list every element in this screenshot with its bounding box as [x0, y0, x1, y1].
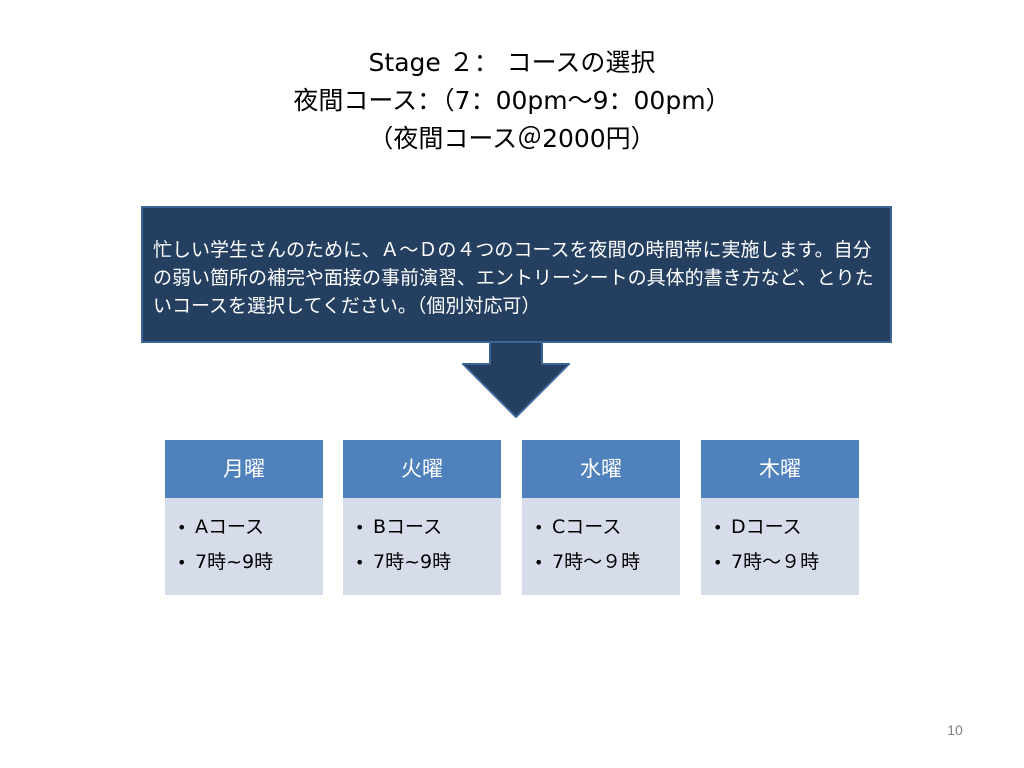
day-card-wednesday: 水曜 •Cコース •7時～９時	[522, 440, 680, 595]
page-number: 10	[947, 722, 963, 738]
list-item: •Bコース	[355, 510, 501, 545]
bullet-icon: •	[355, 518, 365, 537]
day-card-tuesday: 火曜 •Bコース •7時~9時	[343, 440, 501, 595]
day-body: •Cコース •7時～９時	[522, 498, 680, 595]
course-description-text: 忙しい学生さんのために、Ａ～Ｄの４つのコースを夜間の時間帯に実施します。自分の弱…	[153, 239, 874, 317]
day-body: •Aコース •7時~9時	[165, 498, 323, 595]
list-item: •7時～９時	[534, 545, 680, 580]
list-item: •7時~9時	[177, 545, 323, 580]
day-header: 月曜	[165, 440, 323, 498]
day-header: 水曜	[522, 440, 680, 498]
title-line-3: （夜間コース＠2000円）	[368, 124, 656, 153]
bullet-icon: •	[355, 553, 365, 572]
day-header: 木曜	[701, 440, 859, 498]
bullet-icon: •	[177, 553, 187, 572]
bullet-icon: •	[534, 518, 544, 537]
day-header: 火曜	[343, 440, 501, 498]
day-body: •Bコース •7時~9時	[343, 498, 501, 595]
title-line-2: 夜間コース：（7：00pm～9：00pm）	[293, 86, 731, 115]
title-line-1: Stage ２： コースの選択	[368, 48, 656, 77]
bullet-icon: •	[713, 518, 723, 537]
list-item: •Dコース	[713, 510, 859, 545]
slide-title: Stage ２： コースの選択 夜間コース：（7：00pm～9：00pm） （夜…	[212, 44, 812, 158]
course-description-box: 忙しい学生さんのために、Ａ～Ｄの４つのコースを夜間の時間帯に実施します。自分の弱…	[141, 206, 892, 343]
down-arrow-icon	[462, 342, 570, 418]
bullet-icon: •	[177, 518, 187, 537]
list-item: •Aコース	[177, 510, 323, 545]
list-item: •7時~9時	[355, 545, 501, 580]
day-card-monday: 月曜 •Aコース •7時~9時	[165, 440, 323, 595]
bullet-icon: •	[713, 553, 723, 572]
bullet-icon: •	[534, 553, 544, 572]
list-item: •7時～９時	[713, 545, 859, 580]
day-card-thursday: 木曜 •Dコース •7時～９時	[701, 440, 859, 595]
day-body: •Dコース •7時～９時	[701, 498, 859, 595]
list-item: •Cコース	[534, 510, 680, 545]
